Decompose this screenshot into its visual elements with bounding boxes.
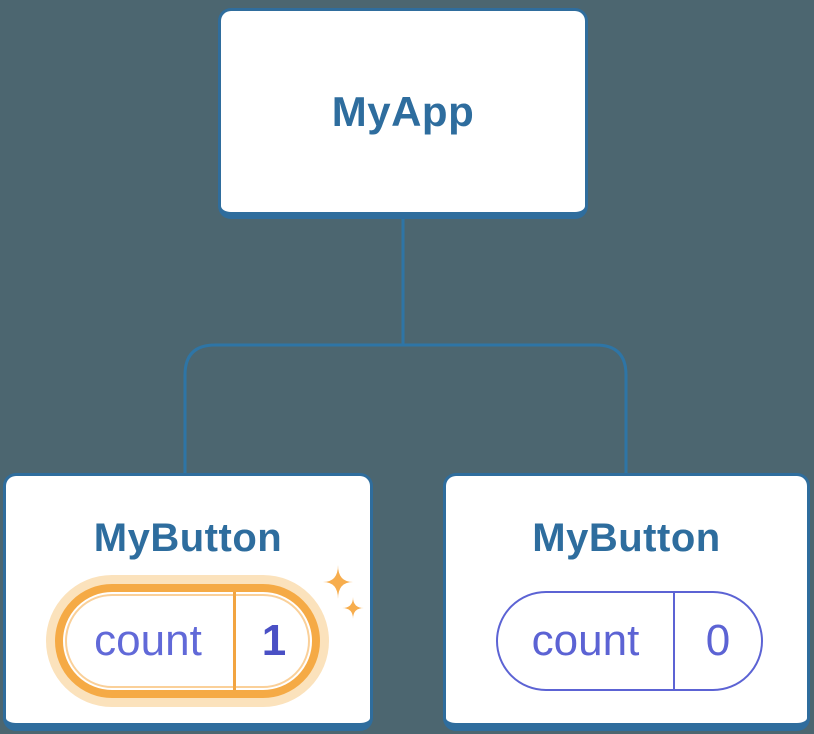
sparkles-icon xyxy=(323,565,364,619)
state-value: 0 xyxy=(705,616,731,665)
node-label: MyButton xyxy=(532,516,721,560)
node-mybutton-right: MyButton count 0 xyxy=(443,473,810,731)
state-key: count xyxy=(63,592,236,690)
connector-branch xyxy=(183,343,628,475)
node-myapp: MyApp xyxy=(218,8,588,219)
node-mybutton-left: MyButton count 1 xyxy=(3,473,373,731)
state-pill: count 0 xyxy=(496,591,763,691)
state-pill-highlighted: count 1 xyxy=(55,584,320,698)
node-label: MyButton xyxy=(93,516,283,560)
state-value: 1 xyxy=(261,616,287,665)
state-key: count xyxy=(498,593,675,689)
node-label: MyApp xyxy=(331,87,475,135)
